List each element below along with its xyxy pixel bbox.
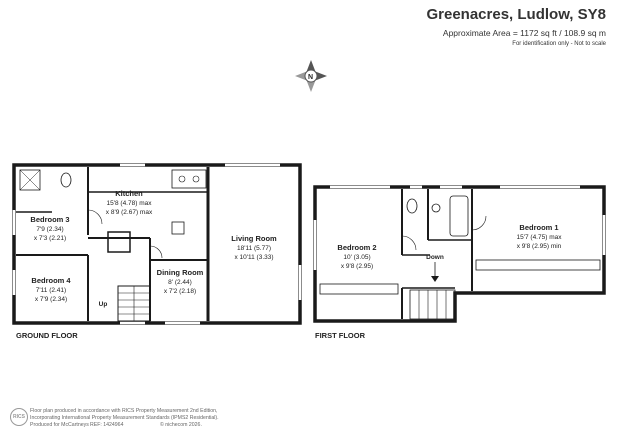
bedroom1-name: Bedroom 1	[519, 223, 558, 232]
ground-floor-label: GROUND FLOOR	[16, 331, 78, 340]
bedroom2-dim-width: x 9'8 (2.95)	[341, 263, 373, 270]
kitchen-name: Kitchen	[115, 189, 143, 198]
dining-room-name: Dining Room	[157, 268, 204, 277]
bedroom2-dim-length: 10' (3.05)	[343, 254, 370, 261]
bedroom1-dim-width: x 9'8 (2.95) min	[517, 243, 562, 250]
ground-floor-plan	[12, 163, 302, 325]
dining-room-dim-length: 8' (2.44)	[168, 279, 192, 286]
kitchen-dim-length: 15'8 (4.78) max	[107, 200, 153, 207]
bedroom3-dim-width: x 7'3 (2.21)	[34, 235, 66, 242]
bedroom4-name: Bedroom 4	[31, 276, 71, 285]
stairs-up-label: Up	[99, 301, 108, 308]
bedroom3-dim-length: 7'9 (2.34)	[36, 226, 63, 233]
bedroom3-name: Bedroom 3	[30, 215, 69, 224]
living-room-dim-length: 18'11 (5.77)	[237, 245, 271, 252]
rics-logo-icon: RICS	[10, 408, 28, 426]
footer-line-2: Incorporating International Property Mea…	[30, 415, 219, 421]
living-room-name: Living Room	[231, 234, 277, 243]
first-floor-label: FIRST FLOOR	[315, 331, 366, 340]
first-floor-plan	[313, 185, 606, 323]
kitchen-dim-width: x 8'9 (2.67) max	[106, 209, 153, 216]
bedroom1-dim-length: 15'7 (4.75) max	[517, 234, 563, 241]
footer-copyright: © nichecom 2026.	[160, 422, 202, 428]
bedroom4-dim-length: 7'11 (2.41)	[36, 287, 66, 294]
compass-icon: N	[295, 60, 327, 92]
identification-note: For identification only - Not to scale	[512, 41, 606, 47]
footer-ref: REF: 1424964	[90, 422, 124, 428]
compass-north-label: N	[308, 74, 313, 81]
footer-line-3: Produced for McCartneys	[30, 422, 89, 428]
living-room-dim-width: x 10'11 (3.33)	[234, 254, 273, 261]
bedroom2-name: Bedroom 2	[337, 243, 376, 252]
dining-room-dim-width: x 7'2 (2.18)	[164, 288, 196, 295]
property-title: Greenacres, Ludlow, SY8	[426, 6, 606, 23]
footer-line-1: Floor plan produced in accordance with R…	[30, 408, 218, 414]
bedroom4-dim-width: x 7'9 (2.34)	[35, 296, 67, 303]
stairs-down-label: Down	[426, 254, 444, 261]
approximate-area: Approximate Area = 1172 sq ft / 108.9 sq…	[442, 28, 606, 38]
